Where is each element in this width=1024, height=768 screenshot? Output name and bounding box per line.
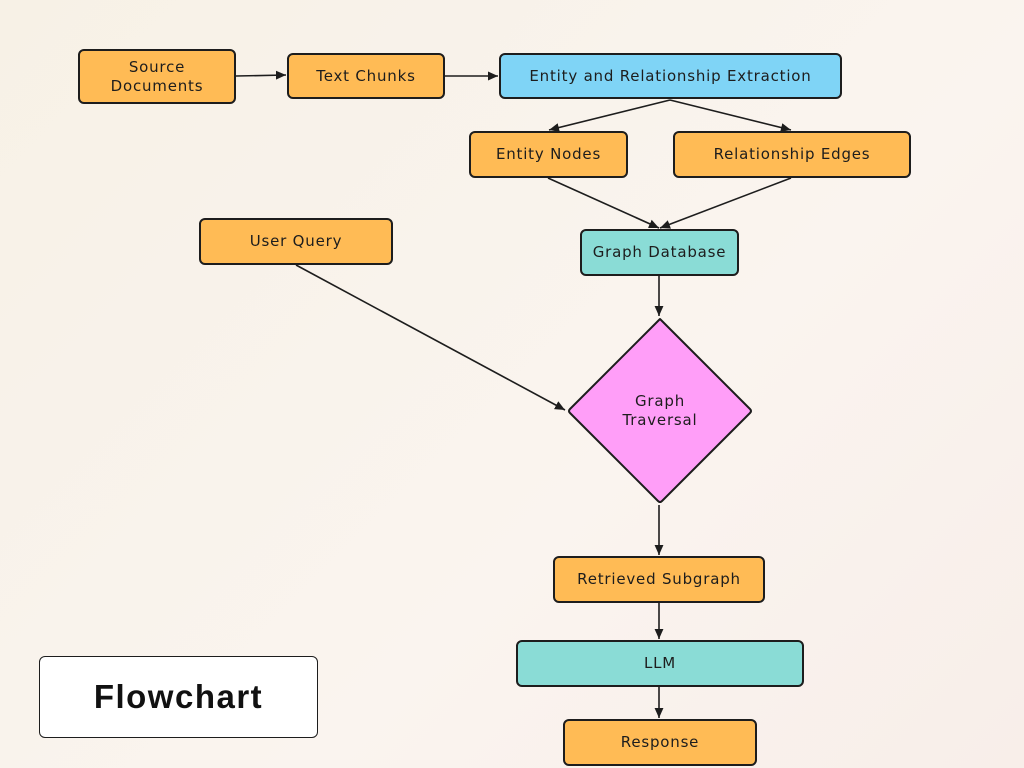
node-relationship-edges: Relationship Edges — [673, 131, 911, 178]
node-graph-database-label: Graph Database — [592, 243, 727, 261]
node-graph-database: Graph Database — [580, 229, 739, 276]
node-graph-traversal-label: Graph Traversal — [622, 392, 698, 429]
flowchart-title: Flowchart — [93, 678, 264, 715]
node-user-query: User Query — [199, 218, 393, 265]
node-llm: LLM — [516, 640, 804, 687]
node-relationship-edges-label: Relationship Edges — [713, 145, 871, 163]
node-extraction-label: Entity and Relationship Extraction — [529, 66, 812, 85]
edge-source-to-chunks — [235, 70, 287, 80]
edge-user-query-to-traversal — [295, 264, 566, 411]
flowchart-title-box: Flowchart — [39, 656, 318, 738]
edge-extraction-to-relationship-edges — [669, 99, 792, 132]
node-entity-nodes: Entity Nodes — [469, 131, 628, 178]
node-user-query-label: User Query — [249, 232, 343, 250]
node-entity-relationship-extraction: Entity and Relationship Extraction — [499, 53, 842, 99]
node-response-label: Response — [620, 733, 700, 751]
edge-relationship-edges-to-graph-db — [659, 177, 792, 229]
node-response: Response — [563, 719, 757, 766]
node-entity-nodes-label: Entity Nodes — [495, 145, 602, 163]
node-graph-traversal: Graph Traversal — [566, 317, 754, 505]
node-retrieved-subgraph: Retrieved Subgraph — [553, 556, 765, 603]
edge-extraction-to-entity-nodes — [548, 99, 671, 132]
node-text-chunks-label: Text Chunks — [316, 66, 416, 85]
node-retrieved-subgraph-label: Retrieved Subgraph — [577, 570, 741, 588]
node-source-documents-label: Source Documents — [110, 57, 204, 95]
node-llm-label: LLM — [643, 654, 677, 672]
edge-entity-nodes-to-graph-db — [547, 177, 660, 229]
node-text-chunks: Text Chunks — [287, 53, 445, 99]
node-source-documents: Source Documents — [78, 49, 236, 104]
decision-diamond-shape — [568, 318, 752, 503]
